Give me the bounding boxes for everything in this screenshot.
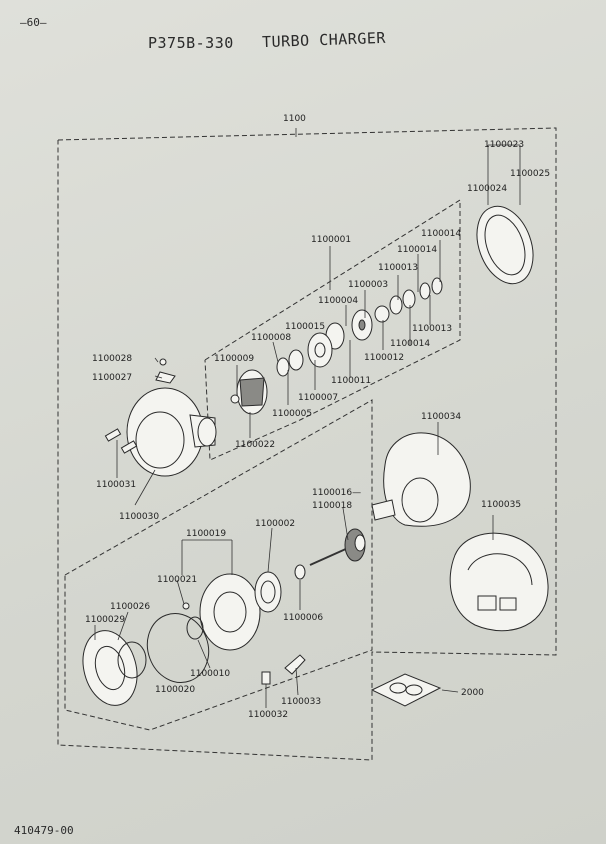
callout-1100027: 1100027 [92,373,132,383]
callout-1100030: 1100030 [119,512,159,522]
assembly-boundary-1100 [57,127,557,761]
bolt-clamp-part [261,654,306,702]
page-number: —60— [20,16,47,29]
callout-1100029: 1100029 [85,615,125,625]
callout-1100024: 1100024 [467,184,507,194]
callout-1100021: 1100021 [157,575,197,585]
callout-1100023: 1100023 [484,140,524,150]
callout-1100012: 1100012 [364,353,404,363]
turbine-housing-part [371,432,471,527]
callout-1100008: 1100008 [251,333,291,343]
callout-2000: 2000 [461,688,484,698]
callout-1100018: 1100018 [312,501,352,511]
callout-1100011: 1100011 [331,376,371,386]
callout-1100035: 1100035 [481,500,521,510]
callout-1100007: 1100007 [298,393,338,403]
callout-1100010: 1100010 [190,669,230,679]
heat-shield-part [449,532,549,632]
callout-1100009: 1100009 [214,354,254,364]
turbine-boundary [64,399,373,731]
seal-rings-part [374,277,443,323]
callout-1100019: 1100019 [186,529,226,539]
document-number: 410479-00 [14,824,74,837]
compressor-housing-part [104,358,217,477]
callout-1100031: 1100031 [96,480,136,490]
callout-1100013-top: 1100013 [378,263,418,273]
clamp-ring-part [476,144,534,285]
compressor-wheel-part [230,369,268,415]
callout-1100025: 1100025 [510,169,550,179]
center-housing-boundary [204,199,461,461]
thrust-bearing-part [276,309,373,377]
gasket-part [370,673,459,707]
callout-1100005: 1100005 [272,409,312,419]
callout-1100015: 1100015 [285,322,325,332]
callout-1100020: 1100020 [155,685,195,695]
callout-1100004: 1100004 [318,296,358,306]
callout-1100014-mid: 1100014 [397,245,437,255]
callout-1100: 1100 [283,114,306,124]
o-rings-part [146,613,210,683]
bearing-housing-part [182,564,306,651]
callout-1100006: 1100006 [283,613,323,623]
callout-1100014-bottom: 1100014 [390,339,430,349]
callout-1100003: 1100003 [348,280,388,290]
callout-1100028: 1100028 [92,354,132,364]
callout-1100034: 1100034 [421,412,461,422]
nozzle-ring-part [82,630,147,706]
callout-1100032: 1100032 [248,710,288,720]
callout-1100016: 1100016— [312,488,361,498]
model-code: P375B-330 [148,34,234,52]
callout-1100022: 1100022 [235,440,275,450]
shaft-turbine-wheel-part [309,528,366,566]
callout-1100026: 1100026 [110,602,150,612]
leader-lines [94,240,494,708]
callout-1100002: 1100002 [255,519,295,529]
callout-1100033: 1100033 [281,697,321,707]
callout-1100014-top: 1100014 [421,229,461,239]
callout-1100013-bottom: 1100013 [412,324,452,334]
callout-1100001: 1100001 [311,235,351,245]
